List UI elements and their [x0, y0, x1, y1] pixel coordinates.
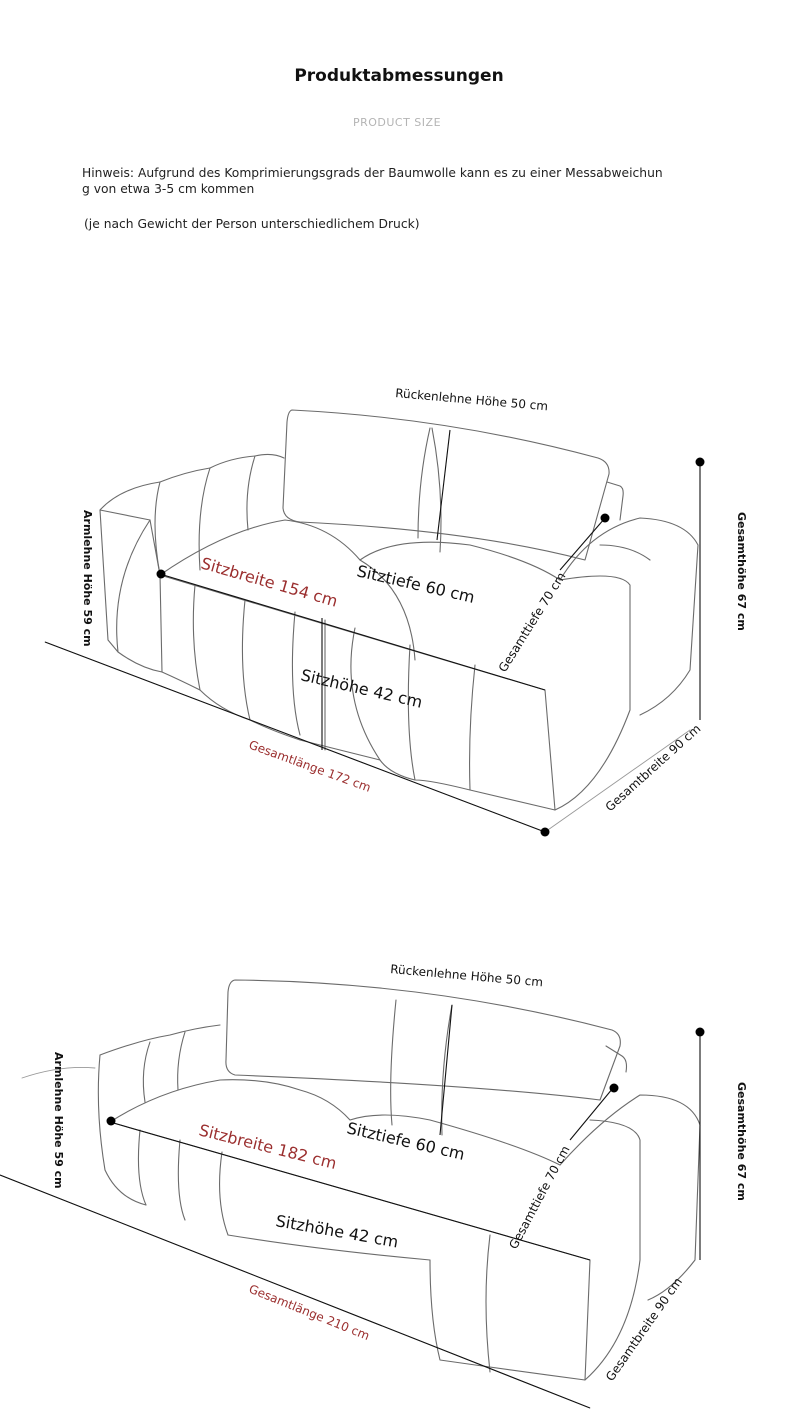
depth-marker-2: [609, 1083, 619, 1093]
total-depth-label-2: Gesamttiefe 70 cm: [506, 1143, 572, 1251]
dimension-lines-2: [0, 1004, 705, 1409]
dimension-lines-1: [44, 429, 705, 837]
sofa-dimension-diagram-1: Rückenlehne Höhe 50 cm Armlehne Höhe 59 …: [44, 386, 748, 837]
depth-marker: [600, 513, 610, 523]
page-title: Produktabmessungen: [294, 66, 504, 86]
total-depth-label: Gesamttiefe 70 cm: [496, 570, 569, 675]
height-marker-top-2: [695, 1027, 705, 1037]
total-length-label-2: Gesamtlänge 210 cm: [247, 1282, 372, 1343]
armrest-height-label-2: Armlehne Höhe 59 cm: [52, 1052, 65, 1189]
seat-height-label-2: Sitzhöhe 42 cm: [274, 1211, 400, 1251]
sofa-sketch-2: [0, 979, 701, 1409]
seat-width-label-2: Sitzbreite 182 cm: [197, 1120, 339, 1173]
backrest-height-label: Rückenlehne Höhe 50 cm: [395, 386, 549, 413]
seat-depth-label: Sitztiefe 60 cm: [355, 561, 476, 607]
armrest-height-label: Armlehne Höhe 59 cm: [81, 510, 94, 647]
note-line-2: g von etwa 3-5 cm kommen: [82, 182, 255, 196]
height-marker-top: [695, 457, 705, 467]
seat-width-marker: [156, 569, 166, 579]
seat-height-label: Sitzhöhe 42 cm: [299, 665, 424, 711]
total-height-label: Gesamthöhe 67 cm: [735, 512, 748, 631]
sofa-dimension-diagram-2: Rückenlehne Höhe 50 cm Armlehne Höhe 59 …: [0, 962, 748, 1409]
length-marker-end: [540, 827, 550, 837]
note-line-1: Hinweis: Aufgrund des Komprimierungsgrad…: [82, 166, 663, 180]
sofa-sketch-1: [44, 409, 699, 833]
seat-width-label: Sitzbreite 154 cm: [199, 554, 340, 611]
measurement-note-detail: (je nach Gewicht der Person unterschiedl…: [84, 217, 420, 231]
backrest-height-label-2: Rückenlehne Höhe 50 cm: [390, 962, 544, 989]
total-width-label: Gesamtbreite 90 cm: [603, 722, 704, 815]
total-height-label-2: Gesamthöhe 67 cm: [735, 1082, 748, 1201]
measurement-note: Hinweis: Aufgrund des Komprimierungsgrad…: [82, 165, 682, 197]
page-subtitle: PRODUCT SIZE: [352, 116, 442, 129]
total-width-label-2: Gesamtbreite 90 cm: [603, 1275, 685, 1384]
total-length-label: Gesamtlänge 172 cm: [247, 738, 373, 795]
seat-width-marker-2: [106, 1116, 116, 1126]
